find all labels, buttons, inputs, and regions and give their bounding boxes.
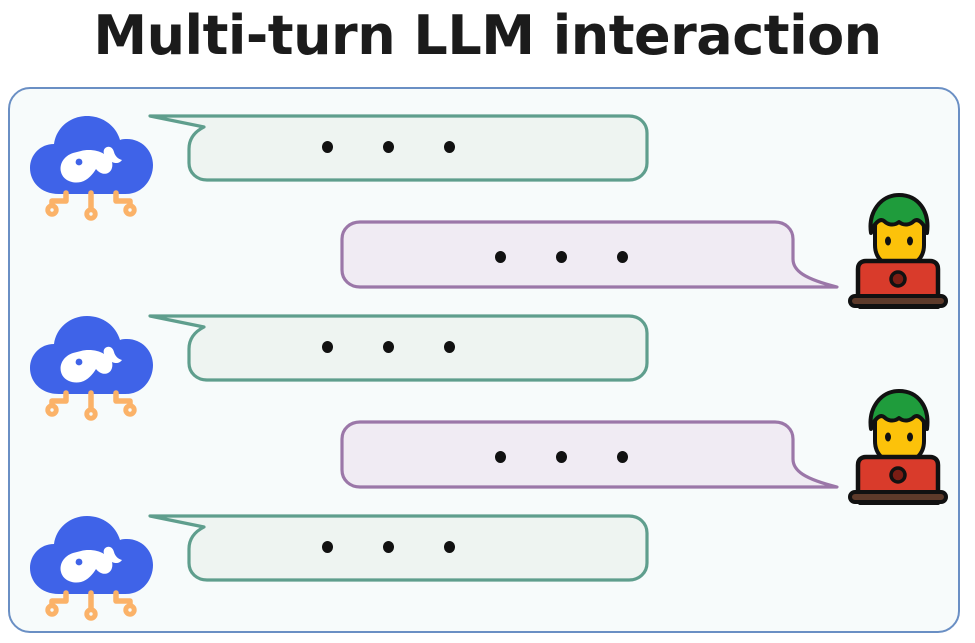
circuit-nodes: [45, 403, 137, 421]
user-message-bubble-1[interactable]: [335, 217, 845, 297]
hair: [868, 389, 930, 431]
circuit-nodes: [45, 603, 137, 621]
circuit-nodes: [45, 203, 137, 221]
person-head: [868, 389, 930, 466]
person-laptop-icon: [842, 193, 954, 311]
hair: [868, 193, 930, 235]
assistant-message-bubble-1[interactable]: [142, 111, 652, 183]
cloud-ai-icon: [26, 511, 156, 621]
whale-glyph: [60, 546, 122, 583]
cloud-ai-icon: [26, 311, 156, 421]
user-message-bubble-2[interactable]: [335, 417, 845, 497]
cloud-ai-icon: [26, 111, 156, 221]
assistant-message-bubble-3[interactable]: [142, 511, 652, 583]
page-title: Multi-turn LLM interaction: [93, 4, 882, 67]
eye-left: [885, 236, 891, 246]
eye-right: [907, 236, 913, 246]
laptop: [848, 258, 948, 308]
whale-glyph: [60, 146, 122, 183]
conversation-panel: [8, 87, 960, 633]
eye-left: [885, 432, 891, 442]
laptop: [848, 454, 948, 504]
person-laptop-icon: [842, 389, 954, 507]
person-head: [868, 193, 930, 270]
eye-right: [907, 432, 913, 442]
assistant-message-bubble-2[interactable]: [142, 311, 652, 383]
whale-glyph: [60, 346, 122, 383]
